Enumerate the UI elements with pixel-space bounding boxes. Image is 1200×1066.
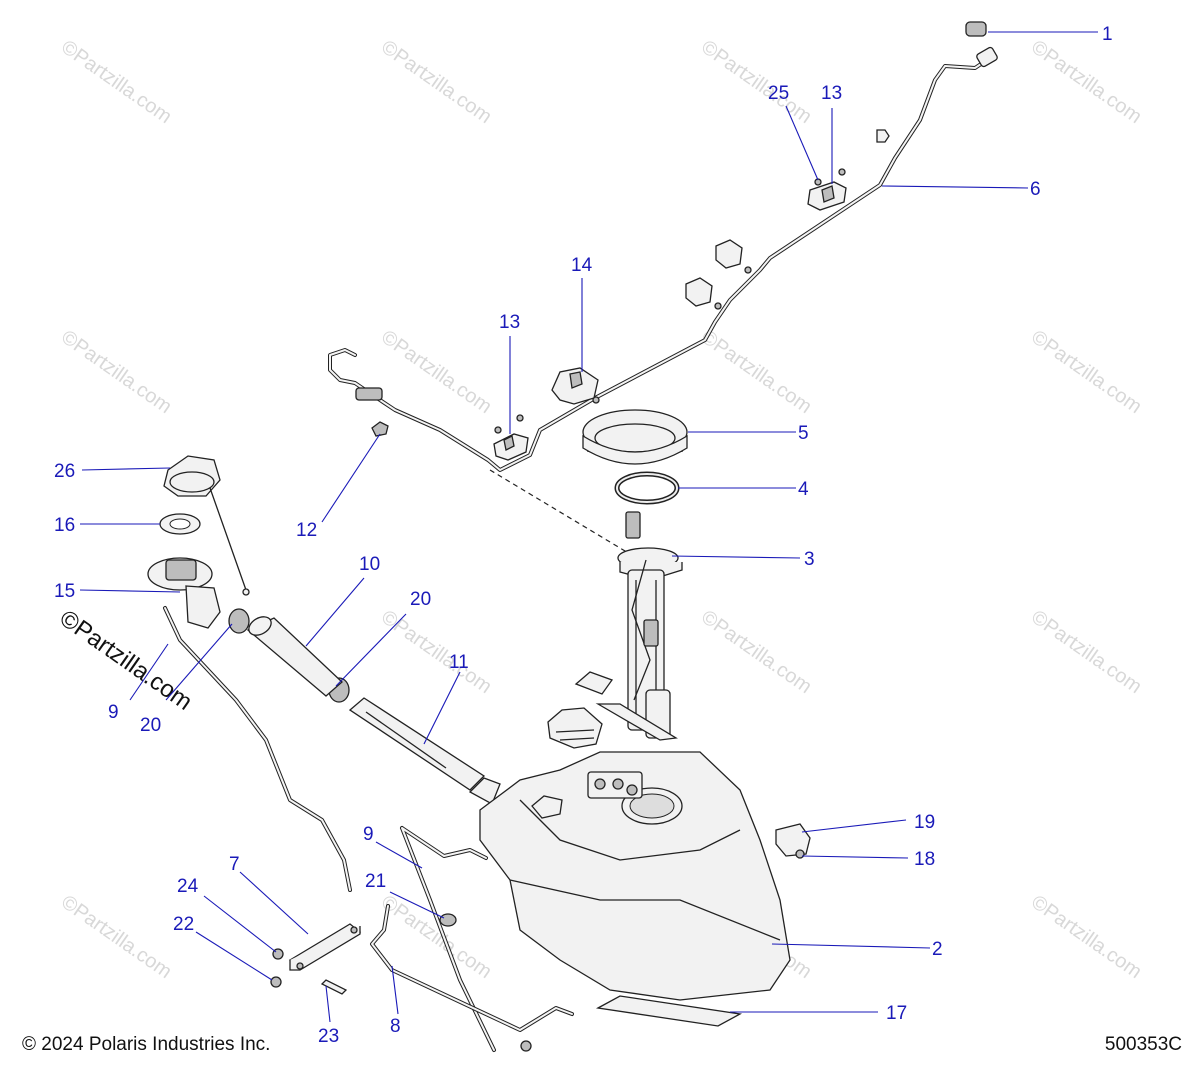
part-11-filler-tube	[348, 697, 501, 805]
part-5-lock-ring	[582, 409, 688, 465]
watermark-prominent: ©Partzilla.com	[55, 605, 198, 716]
callout-14: 14	[571, 255, 593, 276]
part-19-bumper	[775, 823, 811, 859]
callout-19: 19	[914, 812, 935, 833]
watermark: ©Partzilla.com	[57, 36, 175, 128]
callout-17: 17	[886, 1003, 907, 1024]
callout-13-lower: 13	[499, 312, 520, 333]
watermark: ©Partzilla.com	[697, 606, 815, 698]
part-7-bracket	[288, 923, 362, 971]
callout-11: 11	[449, 652, 469, 673]
part-4-seal-ring	[614, 471, 680, 505]
part-16-gasket	[159, 513, 201, 535]
callout-18: 18	[914, 849, 935, 870]
watermark: ©Partzilla.com	[1027, 891, 1145, 983]
callout-21: 21	[365, 871, 386, 892]
copyright-notice: © 2024 Polaris Industries Inc.	[22, 1034, 271, 1055]
part-6-fuel-line	[328, 46, 998, 472]
callout-20-left: 20	[140, 715, 161, 736]
callout-8: 8	[390, 1016, 401, 1037]
part-10-filler-hose	[246, 616, 343, 697]
watermark: ©Partzilla.com	[57, 891, 175, 983]
callout-10: 10	[359, 554, 380, 575]
part-12-clip	[371, 421, 389, 437]
part-14-clip	[551, 367, 600, 405]
callout-25: 25	[768, 83, 789, 104]
callout-2: 2	[932, 939, 943, 960]
callout-23: 23	[318, 1026, 339, 1047]
callout-4: 4	[798, 479, 809, 500]
callout-15: 15	[54, 581, 75, 602]
callout-12: 12	[296, 520, 317, 541]
line-clips	[685, 129, 890, 310]
callout-7: 7	[229, 854, 240, 875]
part-17-pad	[595, 995, 743, 1027]
leader-lines	[79, 31, 1098, 1023]
callout-20-right: 20	[410, 589, 431, 610]
callout-26: 26	[54, 461, 75, 482]
callout-16: 16	[54, 515, 75, 536]
part-26-filler-cap	[163, 455, 250, 596]
callout-22: 22	[173, 914, 194, 935]
part-9-vent-hose-left	[163, 606, 352, 892]
part-13-clamp-upper	[807, 168, 847, 211]
watermark: ©Partzilla.com	[57, 326, 175, 418]
callout-labels: 1 2 3 4 5 6 7 8 9 9 10 11 12 13 13 14 15…	[54, 24, 1113, 1047]
part-13-clamp-lower	[493, 414, 529, 461]
diagram-code: 500353C	[1104, 1034, 1182, 1055]
callout-9-right: 9	[363, 824, 374, 845]
watermark: ©Partzilla.com	[377, 326, 495, 418]
watermark: ©Partzilla.com	[377, 606, 495, 698]
callout-6: 6	[1030, 179, 1041, 200]
watermark: ©Partzilla.com	[697, 36, 815, 128]
watermark: ©Partzilla.com	[697, 326, 815, 418]
part-2-fuel-tank	[479, 751, 791, 1001]
part-15-filler-neck	[147, 557, 221, 629]
callout-3: 3	[804, 549, 815, 570]
assembly-dashed-line	[489, 469, 641, 561]
part-1-cap-fitting	[965, 21, 987, 37]
callout-9-left: 9	[108, 702, 119, 723]
watermark: ©Partzilla.com	[1027, 606, 1145, 698]
callout-5: 5	[798, 423, 809, 444]
callout-24: 24	[177, 876, 199, 897]
watermark: ©Partzilla.com	[1027, 36, 1145, 128]
callout-1: 1	[1102, 24, 1113, 45]
part-3-fuel-pump-module	[574, 511, 683, 741]
fasteners-22-23-24	[270, 948, 348, 995]
watermark: ©Partzilla.com	[377, 36, 495, 128]
pump-base-bracket	[547, 707, 603, 749]
callout-13-upper: 13	[821, 83, 842, 104]
watermark: ©Partzilla.com	[1027, 326, 1145, 418]
